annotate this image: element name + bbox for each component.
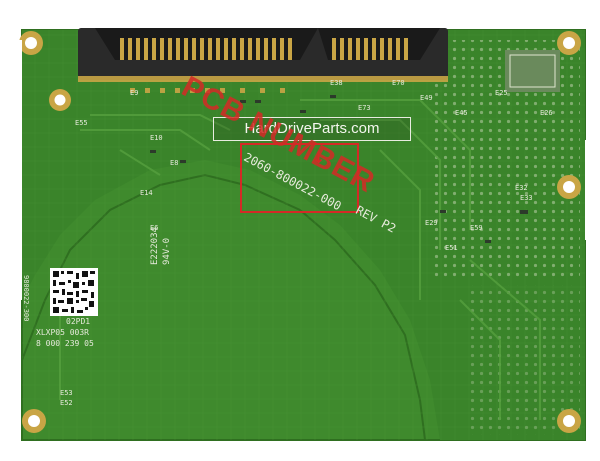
svg-text:E49: E49 xyxy=(420,94,433,102)
svg-text:E9: E9 xyxy=(130,89,138,97)
svg-text:E26: E26 xyxy=(540,109,553,117)
svg-text:E33: E33 xyxy=(520,194,533,202)
svg-text:E29: E29 xyxy=(425,219,438,227)
svg-text:E55: E55 xyxy=(75,119,88,127)
svg-text:E25: E25 xyxy=(495,89,508,97)
svg-text:E6: E6 xyxy=(150,224,158,232)
svg-text:E52: E52 xyxy=(60,399,73,407)
svg-text:E10: E10 xyxy=(150,134,163,142)
smd-components xyxy=(150,50,560,243)
barcode-label xyxy=(50,268,98,316)
svg-text:E53: E53 xyxy=(60,389,73,397)
silk-label-line-3: 8 000 239 05 xyxy=(36,339,94,348)
svg-text:E45: E45 xyxy=(455,109,468,117)
mounting-holes xyxy=(19,31,581,433)
svg-text:E73: E73 xyxy=(358,104,371,112)
watermark-site: HardDriveParts.com xyxy=(213,117,411,141)
pcb-number-arrow: ↓ xyxy=(312,148,326,167)
part-number-highlight xyxy=(240,143,359,213)
connector-gold-pins xyxy=(120,38,408,60)
svg-text:E32: E32 xyxy=(515,184,528,192)
silk-label-block: 02PD1 XLXP05 003R 8 000 239 05 xyxy=(36,316,94,349)
silk-code-1: E222034 xyxy=(150,227,160,265)
svg-text:E70: E70 xyxy=(392,79,405,87)
svg-text:E14: E14 xyxy=(140,189,153,197)
svg-text:E51: E51 xyxy=(445,244,458,252)
silk-code-2: 94V-0 xyxy=(162,237,172,265)
svg-text:E8: E8 xyxy=(170,159,178,167)
silk-label-line-1: 02PD1 xyxy=(66,317,91,326)
copper-traces xyxy=(59,99,541,420)
svg-text:E38: E38 xyxy=(330,79,343,87)
silk-label-line-2: XLXP05 003R xyxy=(36,328,89,337)
silk-side-code: 9800022-300 xyxy=(22,275,30,322)
svg-text:E59: E59 xyxy=(470,224,483,232)
